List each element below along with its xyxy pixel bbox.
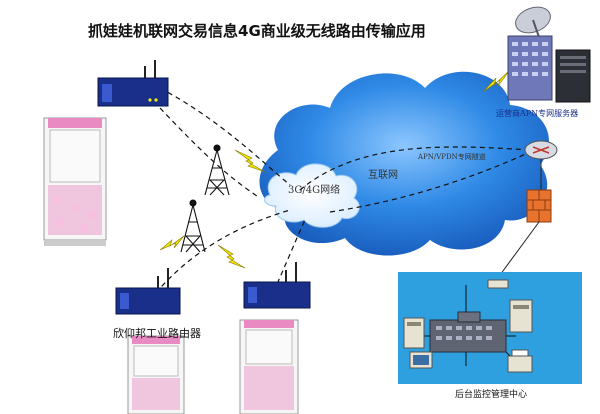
router-label: 欣仰邦工业路由器 xyxy=(113,327,201,340)
claw-machine-icon xyxy=(43,117,107,246)
claw-machine-icon-3 xyxy=(239,319,299,414)
monitor-center-label: 后台监控管理中心 xyxy=(455,390,528,400)
monitor-icon xyxy=(409,351,433,369)
cloud-3g4g-icon xyxy=(264,163,360,228)
network-3g4g-label: 3G/4G网络 xyxy=(288,185,341,196)
network-router-icon xyxy=(524,140,558,160)
router-icon-2 xyxy=(115,268,181,315)
workstation-icon xyxy=(403,317,425,349)
workstation-icon-2 xyxy=(509,299,533,333)
cloud-icon xyxy=(259,71,549,256)
cell-tower-icon xyxy=(204,144,230,196)
tunnel-label: APN/VPDN专网隧道 xyxy=(418,153,486,161)
printer-icon xyxy=(507,349,533,373)
claw-machine-icon-2 xyxy=(127,335,185,414)
cell-tower-icon-2 xyxy=(180,199,206,253)
router-icon xyxy=(97,60,169,107)
internet-label: 互联网 xyxy=(368,170,398,181)
firewall-icon xyxy=(526,189,552,223)
link-line-2 xyxy=(499,221,540,276)
display-icon xyxy=(487,279,509,289)
router-icon-3 xyxy=(243,262,311,309)
satellite-dish-icon xyxy=(515,6,551,41)
server-icon xyxy=(507,35,591,103)
apn-server-label: 运营商APN专网服务器 xyxy=(496,109,579,118)
page-title: 抓娃娃机联网交易信息4G商业级无线路由传输应用 xyxy=(88,22,426,40)
